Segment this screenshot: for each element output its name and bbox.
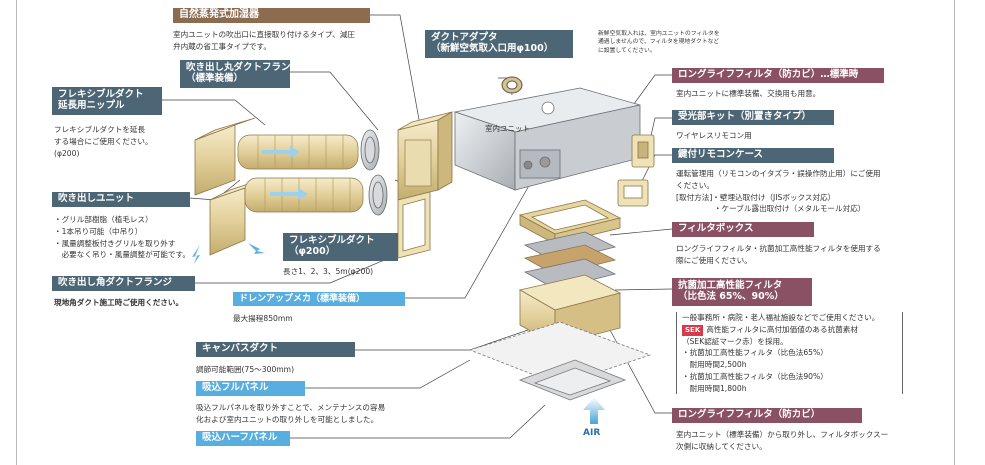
intake-panel-drawing — [468, 321, 652, 401]
leader-filterbox — [609, 228, 673, 236]
leader-drain — [405, 174, 536, 299]
leader-longlife — [609, 329, 672, 414]
square-flange-drawing — [397, 191, 431, 259]
desc-remote-case: 運転管理用（リモコンのイタズラ・誤操作防止用）にご使用 ください。 [取付方法]… — [676, 169, 881, 214]
remote-case-drawing — [617, 179, 649, 207]
label-longlife-std: ロングライフフィルタ（防カビ）…標準時 — [672, 68, 884, 83]
flow-arrows-duct — [262, 146, 308, 200]
leader-round-flange — [290, 71, 379, 131]
sek-badge: SEK — [682, 324, 704, 336]
leader-full — [305, 359, 471, 389]
indoor-unit-label: 室内ユニット — [485, 124, 530, 133]
right-frame-line — [954, 0, 955, 465]
desc-flex-nipple: フレキシブルダクトを延長 する場合にご使用ください。 (φ200) — [54, 125, 153, 158]
humidifier-drawing — [397, 111, 453, 201]
label-drain-pump: ドレンアップメカ（標準装備） — [233, 292, 405, 306]
leader-half — [290, 404, 546, 439]
desc-fresh-air-note: 新鮮空気取入れは、室内ユニットのフィルタを 通過しませんので、フィルタを現地ダク… — [598, 31, 720, 54]
label-filter-box: フィルタボックス — [672, 222, 814, 237]
desc-outlet-unit: ・グリル部樹脂（植毛レス） ・1本吊り可能（中吊り） ・風量調整板付きグリルを取… — [54, 215, 190, 260]
desc-flex-duct: 長さ1、2、3、5m(φ200) — [283, 267, 374, 276]
leader-humidifier — [370, 14, 421, 126]
desc-longlife-std: 室内ユニットに標準装備、交換用も用意。 — [676, 89, 821, 98]
left-frame-line — [16, 0, 17, 465]
desc-receiver-kit: ワイヤレスリモコン用 — [676, 131, 752, 140]
airflow-arrows — [192, 243, 265, 264]
desc-square-flange: 現地角ダクト施工時ご使用ください。 — [54, 298, 184, 307]
desc-intake-full: 吸込フルパネルを取り外すことで、メンテナンスの容易 化および室内ユニットの取り外… — [196, 403, 386, 424]
desc-drain-pump: 最大揚程850mm — [233, 314, 293, 323]
indoor-unit-drawing — [453, 87, 641, 191]
desc-canvas-duct: 調節可能範囲(75〜300mm) — [196, 365, 295, 374]
duct-adapter-drawing — [501, 76, 523, 94]
leader-antibac — [614, 288, 673, 291]
flex-duct-drawing — [237, 134, 364, 213]
label-remote-case: 鍵付リモコンケース — [672, 148, 834, 163]
round-flange-drawing — [360, 129, 388, 216]
label-canvas-duct: キャンバスダクト — [196, 342, 355, 357]
label-longlife-filter: ロングライフフィルタ（防カビ） — [672, 408, 862, 423]
desc-longlife-filter: 室内ユニット（標準装備）から取り外し、フィルタボックスー 次側に収納してください… — [676, 430, 889, 451]
desc-evap-humidifier: 室内ユニットの吹出口に直接取り付けるタイプ、減圧 弁内蔵の省工事タイプです。 — [173, 30, 356, 51]
leader-remote — [639, 154, 672, 186]
label-square-flange: 吹き出し角ダクトフランジ — [52, 276, 195, 291]
filter-stack-drawing — [518, 199, 622, 346]
leader-receiver — [649, 117, 672, 141]
label-flex-nipple: フレキシブルダクト延長用ニップル — [52, 87, 162, 115]
receiver-kit-drawing — [631, 134, 655, 168]
desc-filter-box: ロングライフフィルタ・抗菌加工高性能フィルタを使用する 際にご使用ください。 — [676, 244, 881, 265]
label-evap-humidifier: 自然蒸発式加湿器 — [173, 8, 370, 23]
label-receiver-kit: 受光部キット（別置きタイプ） — [672, 110, 834, 125]
label-flex-duct: フレキシブルダクト（φ200） — [283, 233, 398, 261]
leader-nipple — [160, 99, 266, 126]
label-intake-half: 吸込ハーフパネル — [196, 431, 290, 446]
label-round-flange: 吹き出し丸ダクトフランジ（標準装備） — [180, 60, 300, 88]
label-duct-adapter: ダクトアダプタ（新鮮空気取入口用φ100） — [425, 30, 573, 58]
label-outlet-unit: 吹き出しユニット — [52, 192, 190, 207]
air-label: AIR — [583, 428, 601, 438]
label-antibac-filter: 抗菌加工高性能フィルタ（比色法 65%、90%） — [672, 278, 812, 306]
label-intake-full: 吸込フルパネル — [196, 381, 305, 396]
air-arrow-icon — [583, 397, 605, 424]
